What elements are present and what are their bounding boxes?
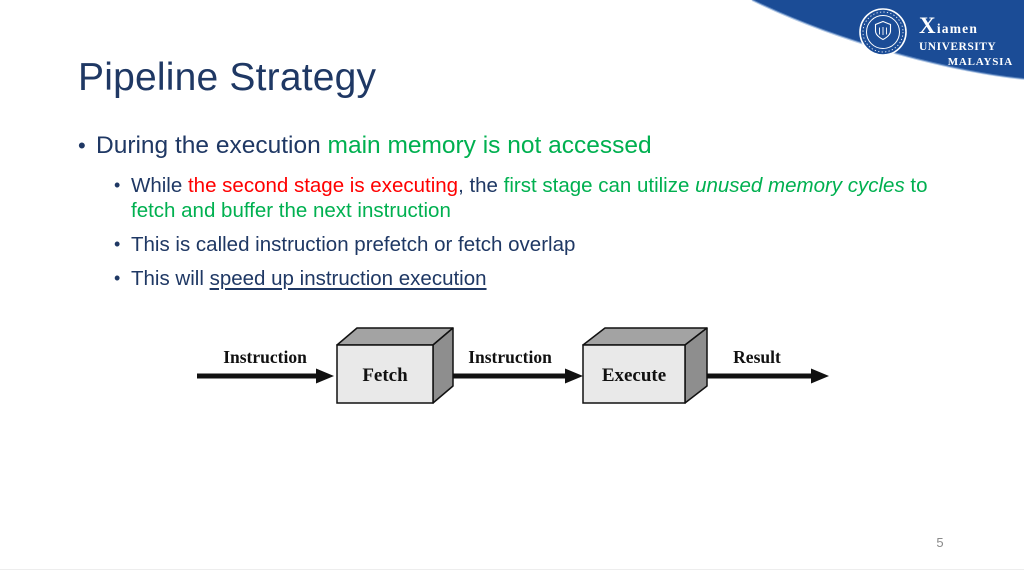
bullet-marker: • [78, 133, 86, 158]
stage-label: Execute [602, 365, 666, 386]
text-segment: main memory is not accessed [327, 132, 652, 159]
arrowhead-icon [811, 368, 829, 384]
text-segment: first stage can utilize [503, 174, 696, 197]
text-segment: to fetch and buffer the next instruction [131, 174, 928, 222]
slide-bottom-edge [0, 569, 1024, 570]
pipeline-diagram: Instruction Instruction Result Fetch Exe… [197, 327, 829, 404]
bullet-marker: • [114, 268, 121, 288]
university-wordmark: Xiamen UNIVERSITY MALAYSIA [919, 13, 1013, 68]
bullet-text: This will speed up instruction execution [131, 266, 487, 291]
text-segment: This is called instruction prefetch or f… [131, 233, 576, 256]
bullet-text: This is called instruction prefetch or f… [131, 232, 575, 257]
arrow-instruction-in: Instruction [197, 347, 334, 384]
bullet-text: While the second stage is executing, the… [131, 173, 931, 223]
bullet-list: • During the execution main memory is no… [78, 130, 968, 300]
arrow-label: Result [733, 347, 781, 367]
stage-box-fetch: Fetch [336, 327, 454, 404]
text-segment: While [131, 174, 188, 197]
text-segment: , the [458, 174, 504, 197]
university-country: MALAYSIA [947, 55, 1013, 68]
text-segment: During the execution [96, 132, 328, 159]
arrow-label: Instruction [223, 347, 307, 367]
bullet-level1: • During the execution main memory is no… [78, 130, 968, 161]
page-number: 5 [936, 535, 944, 550]
text-segment: speed up instruction execution [209, 267, 487, 290]
bullet-level2: • While the second stage is executing, t… [114, 173, 968, 223]
arrowhead-icon [316, 368, 334, 384]
bullet-text: During the execution main memory is not … [96, 130, 652, 161]
swoosh-highlight [751, 0, 1024, 80]
arrow-label: Instruction [468, 347, 552, 367]
text-segment: unused memory cycles [695, 174, 905, 197]
bullet-level2: • This will speed up instruction executi… [114, 266, 968, 291]
stage-box-execute: Execute [582, 327, 708, 404]
page-title: Pipeline Strategy [78, 56, 377, 99]
bullet-marker: • [114, 175, 121, 195]
stage-label: Fetch [362, 365, 408, 386]
bullet-level2: • This is called instruction prefetch or… [114, 232, 968, 257]
text-segment: the second stage is executing [187, 174, 459, 197]
university-seal-icon [859, 8, 907, 56]
text-segment: This will [131, 267, 210, 290]
bullet-marker: • [114, 234, 121, 254]
header-swoosh [751, 0, 1024, 80]
university-name: Xiamen [919, 13, 979, 38]
university-word: UNIVERSITY [919, 41, 997, 53]
arrowhead-icon [565, 368, 583, 384]
